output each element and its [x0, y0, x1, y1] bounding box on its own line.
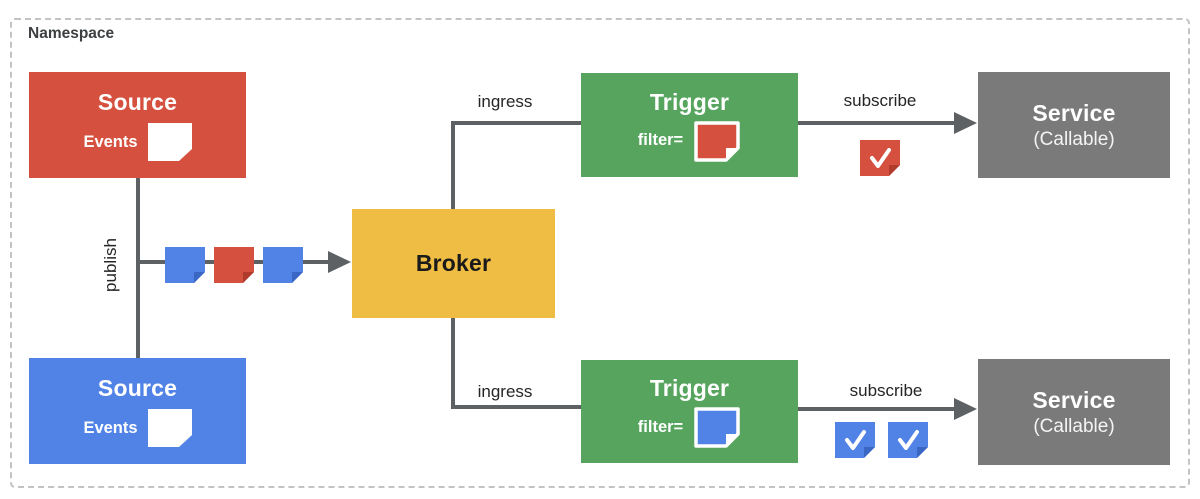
ingress-bottom-label: ingress: [477, 382, 533, 401]
delivered-event-check-icon: [835, 422, 875, 463]
filter-label: filter=: [637, 131, 684, 149]
filter-note-icon: [694, 407, 740, 448]
broker-ingress-bottom-hline: [451, 405, 581, 409]
source-to-source-line: [136, 178, 140, 358]
trigger-title: Trigger: [649, 88, 730, 115]
service-node-bottom: Service (Callable): [978, 359, 1170, 465]
broker-ingress-top-vline: [451, 121, 455, 209]
broker-node: Broker: [352, 209, 555, 318]
event-message-note-icon: [165, 247, 205, 288]
subscribe-bottom-arrowhead-icon: [954, 398, 977, 420]
trigger-node-top: Trigger filter=: [581, 73, 798, 177]
source-node-red: Source Events: [29, 72, 246, 178]
event-note-icon: [147, 409, 192, 447]
source-node-blue: Source Events: [29, 358, 246, 464]
broker-ingress-bottom-vline: [451, 318, 455, 409]
service-title: Service: [1032, 386, 1116, 413]
delivered-event-check-icon: [888, 422, 928, 463]
source-title: Source: [97, 89, 178, 115]
filter-note-icon: [694, 120, 740, 162]
filter-label: filter=: [637, 417, 684, 436]
events-label: Events: [83, 418, 138, 437]
namespace-label: Namespace: [28, 25, 115, 42]
subscribe-top-label: subscribe: [843, 91, 917, 110]
subscribe-bottom-line: [798, 407, 954, 411]
event-message-note-icon: [263, 247, 303, 288]
source-title: Source: [97, 375, 178, 401]
trigger-node-bottom: Trigger filter=: [581, 360, 798, 463]
service-subtitle: (Callable): [1033, 128, 1115, 150]
event-message-note-icon: [214, 247, 254, 288]
service-title: Service: [1032, 99, 1116, 126]
trigger-title: Trigger: [649, 375, 730, 401]
delivered-event-check-icon: [860, 140, 900, 181]
subscribe-bottom-label: subscribe: [849, 381, 923, 400]
events-label: Events: [83, 132, 138, 151]
publish-label: publish: [101, 238, 120, 292]
broker-title: Broker: [415, 250, 492, 276]
broker-ingress-top-hline: [451, 121, 581, 125]
subscribe-top-line: [798, 121, 954, 125]
publish-arrowhead-icon: [328, 251, 351, 273]
subscribe-top-arrowhead-icon: [954, 112, 977, 134]
event-note-icon: [147, 123, 192, 161]
namespace-boundary: [10, 18, 1190, 488]
service-subtitle: (Callable): [1033, 415, 1115, 437]
ingress-top-label: ingress: [477, 92, 533, 111]
service-node-top: Service (Callable): [978, 72, 1170, 178]
